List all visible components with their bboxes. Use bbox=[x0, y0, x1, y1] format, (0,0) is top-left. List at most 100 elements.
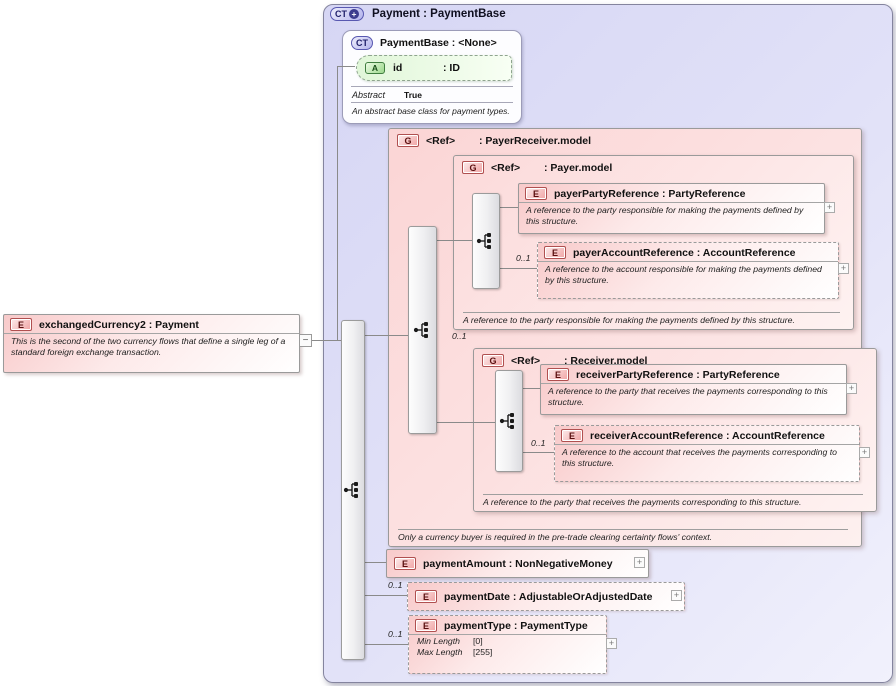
divider bbox=[538, 261, 838, 262]
attribute-type: : ID bbox=[443, 62, 460, 74]
occurrence-label: 0..1 bbox=[388, 580, 403, 590]
payerpartyreference-title: payerPartyReference : PartyReference bbox=[554, 187, 746, 200]
paymentamount-box[interactable]: E paymentAmount : NonNegativeMoney bbox=[386, 549, 649, 578]
paymentbase-description: An abstract base class for payment types… bbox=[352, 106, 510, 116]
minlength-label: Min Length bbox=[417, 636, 460, 646]
group-type: : PayerReceiver.model bbox=[479, 134, 592, 147]
exchangedcurrency2-title: exchangedCurrency2 : Payment bbox=[39, 318, 199, 331]
payerpartyreference-description: A reference to the party responsible for… bbox=[526, 205, 804, 226]
element-badge: E bbox=[544, 246, 566, 259]
receiver-group-footer: A reference to the party that receives t… bbox=[483, 494, 863, 507]
abstract-row: Abstract True bbox=[343, 88, 521, 101]
ct-badge: CT bbox=[351, 36, 373, 50]
divider bbox=[519, 202, 824, 203]
receiverpartyreference-title: receiverPartyReference : PartyReference bbox=[576, 368, 780, 381]
abstract-label: Abstract bbox=[352, 90, 386, 100]
divider bbox=[351, 102, 513, 103]
maxlength-value: [255] bbox=[473, 647, 493, 657]
payerreceiver-group-footer: Only a currency buyer is required in the… bbox=[398, 529, 848, 542]
element-badge: E bbox=[525, 187, 547, 200]
element-badge: E bbox=[394, 557, 416, 570]
expand-toggle[interactable]: + bbox=[838, 263, 849, 274]
exchangedcurrency2-box[interactable]: E exchangedCurrency2 : Payment This is t… bbox=[3, 314, 300, 373]
receiveraccountreference-title: receiverAccountReference : AccountRefere… bbox=[590, 429, 825, 442]
exchangedcurrency2-description: This is the second of the two currency f… bbox=[11, 336, 286, 357]
connector-line bbox=[363, 644, 408, 645]
sequence-icon bbox=[476, 233, 491, 249]
payment-complextype-header: CT+ Payment : PaymentBase bbox=[330, 7, 506, 21]
sequence-bar bbox=[408, 226, 437, 434]
paymenttype-box[interactable]: E paymentType : PaymentType Min Length [… bbox=[408, 615, 607, 674]
connector-line bbox=[498, 207, 518, 208]
receiveraccountreference-box[interactable]: E receiverAccountReference : AccountRefe… bbox=[554, 425, 860, 482]
paymentbase-box[interactable]: CT PaymentBase : <None> A id : ID Abstra… bbox=[342, 30, 522, 124]
sequence-bar bbox=[472, 193, 500, 289]
element-badge: E bbox=[415, 590, 437, 603]
expand-toggle[interactable]: + bbox=[846, 383, 857, 394]
group-name: <Ref> bbox=[491, 161, 521, 174]
payeraccountreference-title: payerAccountReference : AccountReference bbox=[573, 246, 796, 259]
group-badge: G bbox=[462, 161, 484, 174]
attribute-badge: A bbox=[365, 62, 385, 74]
plus-circle-icon: + bbox=[349, 9, 359, 19]
ct-plus-badge: CT+ bbox=[330, 7, 364, 21]
payeraccountreference-box[interactable]: E payerAccountReference : AccountReferen… bbox=[537, 242, 839, 299]
minlength-value: [0] bbox=[473, 636, 483, 646]
collapse-toggle[interactable]: − bbox=[299, 334, 312, 347]
occurrence-label: 0..1 bbox=[531, 438, 546, 448]
connector-line bbox=[363, 335, 408, 336]
paymenttype-title: paymentType : PaymentType bbox=[444, 619, 588, 632]
expand-toggle[interactable]: + bbox=[859, 447, 870, 458]
root-title: Payment : PaymentBase bbox=[372, 8, 506, 20]
connector-line bbox=[363, 562, 386, 563]
attribute-id[interactable]: A id : ID bbox=[356, 55, 512, 81]
sequence-icon bbox=[499, 413, 514, 429]
expand-toggle[interactable]: + bbox=[606, 638, 617, 649]
occurrence-label: 0..1 bbox=[388, 629, 403, 639]
connector-line bbox=[312, 340, 341, 341]
connector-line bbox=[521, 452, 554, 453]
expand-toggle[interactable]: + bbox=[671, 590, 682, 601]
divider bbox=[555, 444, 859, 445]
sequence-bar bbox=[495, 370, 523, 472]
connector-line bbox=[435, 240, 472, 241]
paymentamount-title: paymentAmount : NonNegativeMoney bbox=[423, 557, 613, 570]
group-name: <Ref> bbox=[426, 134, 456, 147]
divider bbox=[4, 333, 299, 334]
payerpartyreference-box[interactable]: E payerPartyReference : PartyReference A… bbox=[518, 183, 825, 234]
group-name: <Ref> bbox=[511, 354, 541, 367]
paymentdate-box[interactable]: E paymentDate : AdjustableOrAdjustedDate bbox=[407, 582, 685, 611]
paymentbase-header: CT PaymentBase : <None> bbox=[343, 31, 521, 52]
paymentbase-title: PaymentBase : <None> bbox=[380, 37, 497, 49]
receiverpartyreference-box[interactable]: E receiverPartyReference : PartyReferenc… bbox=[540, 364, 847, 415]
connector-line bbox=[363, 595, 407, 596]
abstract-value: True bbox=[404, 90, 422, 100]
expand-toggle[interactable]: + bbox=[824, 202, 835, 213]
divider bbox=[409, 634, 606, 635]
occurrence-label: 0..1 bbox=[516, 253, 531, 263]
element-badge: E bbox=[561, 429, 583, 442]
payeraccountreference-description: A reference to the account responsible f… bbox=[545, 264, 822, 285]
group-type: : Payer.model bbox=[544, 161, 613, 174]
divider bbox=[351, 86, 513, 87]
group-type: : Receiver.model bbox=[564, 354, 648, 367]
connector-line bbox=[338, 66, 355, 67]
payer-group-footer: A reference to the party responsible for… bbox=[463, 312, 840, 325]
connector-line bbox=[498, 268, 537, 269]
connector-line bbox=[521, 388, 540, 389]
element-badge: E bbox=[547, 368, 569, 381]
attribute-name: id bbox=[393, 62, 403, 74]
connector-line bbox=[337, 66, 338, 341]
ct-badge-label: CT bbox=[335, 9, 347, 19]
paymentdate-title: paymentDate : AdjustableOrAdjustedDate bbox=[444, 590, 653, 603]
connector-line bbox=[435, 422, 495, 423]
receiverpartyreference-description: A reference to the party that receives t… bbox=[548, 386, 828, 407]
element-badge: E bbox=[415, 619, 437, 632]
minlength-facet: Min Length [0] bbox=[409, 635, 606, 646]
sequence-icon bbox=[413, 322, 428, 338]
element-badge: E bbox=[10, 318, 32, 331]
divider bbox=[541, 383, 846, 384]
expand-toggle[interactable]: + bbox=[634, 557, 645, 568]
group-badge: G bbox=[482, 354, 504, 367]
